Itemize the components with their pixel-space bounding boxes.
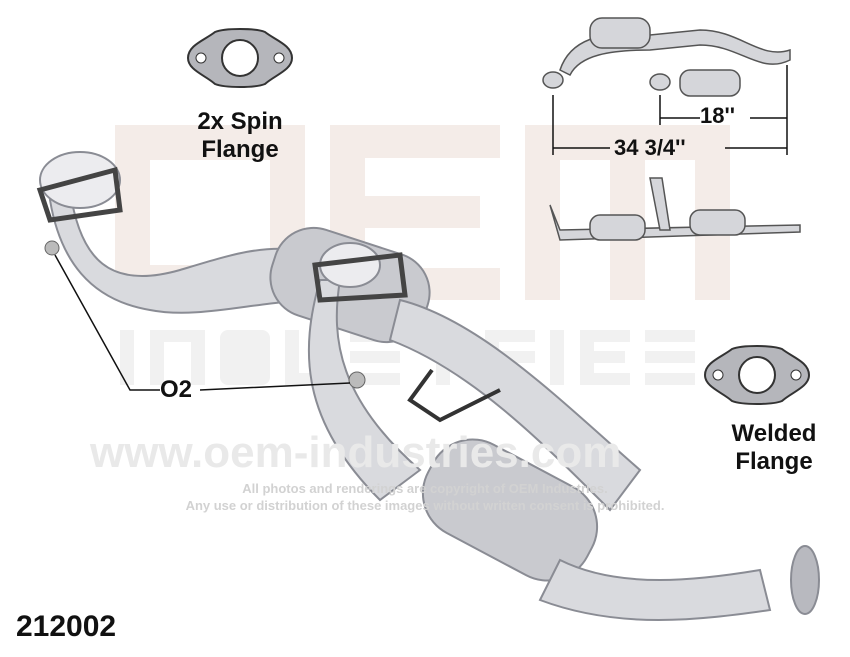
welded-flange-label: Welded Flange [718, 420, 830, 476]
outlet-pipe [538, 558, 772, 621]
o2-sensor-label: O2 [160, 376, 193, 403]
bracket [407, 368, 501, 423]
o2-bung-right [348, 371, 366, 389]
dimension-top-view [542, 17, 791, 97]
dimension-18: 18'' [700, 103, 735, 128]
spin-flange-label-line1: 2x Spin [197, 108, 283, 135]
watermark-copyright-1: All photos and renderings are copyright … [242, 481, 608, 496]
rear-pipe [307, 279, 422, 502]
dimension-lines [552, 65, 788, 155]
welded-flange-icon [703, 345, 811, 405]
spin-flange-icon [186, 28, 294, 88]
crossover-pipe [388, 298, 642, 512]
watermark-url: www.oem-industries.com [90, 428, 622, 477]
spin-flange-label: 2x Spin Flange [170, 108, 310, 164]
lower-converter [421, 438, 599, 582]
part-number: 212002 [16, 610, 117, 643]
outlet-flange [790, 545, 820, 615]
spin-flange-left [36, 166, 123, 223]
welded-flange-label-line2: Flange [735, 448, 813, 475]
o2-leader-lines [54, 254, 351, 391]
watermark-copyright-2: Any use or distribution of these images … [185, 498, 665, 513]
spin-flange-label-line2: Flange [201, 136, 279, 163]
o2-bung-left [44, 240, 60, 256]
welded-flange-label-line1: Welded [731, 420, 817, 447]
dimension-34-3-4: 34 3/4'' [614, 135, 686, 160]
spin-flange-right [312, 252, 408, 303]
dimension-side-view [549, 177, 801, 241]
